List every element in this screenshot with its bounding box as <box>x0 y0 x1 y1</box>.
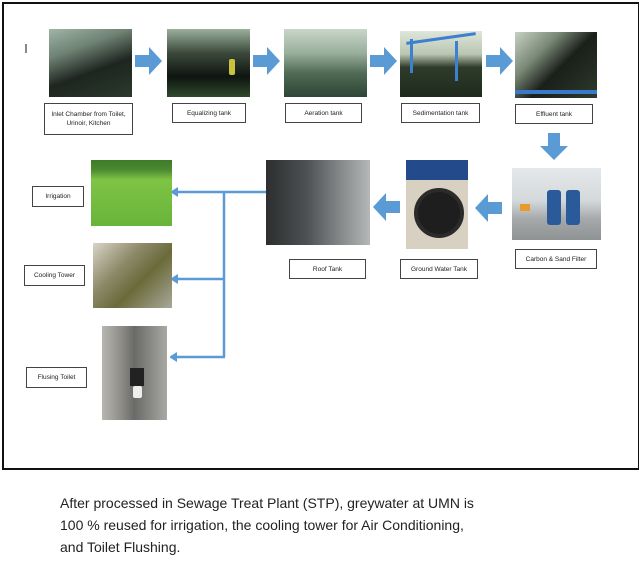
label-carbon-sand-filter: Carbon & Sand Filter <box>515 249 597 269</box>
photo-aeration-tank <box>284 29 367 97</box>
arrow-right-3 <box>370 47 397 75</box>
distribution-lines <box>170 187 266 362</box>
photo-flushing-toilet <box>102 326 167 420</box>
label-equalizing-tank: Equalizing tank <box>172 103 246 123</box>
label-flushing-toilet: Flusing Toilet <box>26 367 87 388</box>
arrow-left-ground-to-roof <box>373 193 400 221</box>
photo-inlet-chamber <box>49 29 132 97</box>
label-cooling-tower: Cooling Tower <box>24 265 85 286</box>
label-roof-tank: Roof Tank <box>289 259 366 279</box>
label-sedimentation-tank: Sedimentation tank <box>401 103 480 123</box>
arrowhead-irrigation <box>170 187 178 197</box>
photo-roof-tank <box>266 160 370 245</box>
label-inlet-chamber: Inlet Chamber from Toilet, Urinoir, Kitc… <box>44 103 133 135</box>
photo-ground-water-tank <box>406 160 468 249</box>
caption-line-1: After processed in Sewage Treat Plant (S… <box>60 495 474 511</box>
label-ground-water-tank: Ground Water Tank <box>400 259 478 279</box>
photo-cooling-tower <box>93 243 172 308</box>
photo-effluent-tank <box>515 32 597 98</box>
label-effluent-tank: Effluent tank <box>515 104 593 124</box>
photo-sedimentation-tank <box>400 31 482 97</box>
photo-irrigation <box>91 160 172 226</box>
arrow-left-filter-to-ground <box>475 194 502 222</box>
caption: After processed in Sewage Treat Plant (S… <box>60 492 620 558</box>
text-cursor <box>25 44 27 53</box>
photo-carbon-sand-filter <box>512 168 601 240</box>
arrowhead-cooling-tower <box>170 274 178 284</box>
label-aeration-tank: Aeration tank <box>285 103 362 123</box>
caption-line-3: and Toilet Flushing. <box>60 539 181 555</box>
arrow-right-2 <box>253 47 280 75</box>
arrowhead-toilet <box>170 352 177 362</box>
arrow-right-1 <box>135 47 162 75</box>
arrow-right-4 <box>486 47 513 75</box>
label-irrigation: Irrigation <box>32 186 84 207</box>
caption-line-2: 100 % reused for irrigation, the cooling… <box>60 517 464 533</box>
arrow-down-effluent <box>540 133 568 160</box>
photo-equalizing-tank <box>167 29 250 97</box>
